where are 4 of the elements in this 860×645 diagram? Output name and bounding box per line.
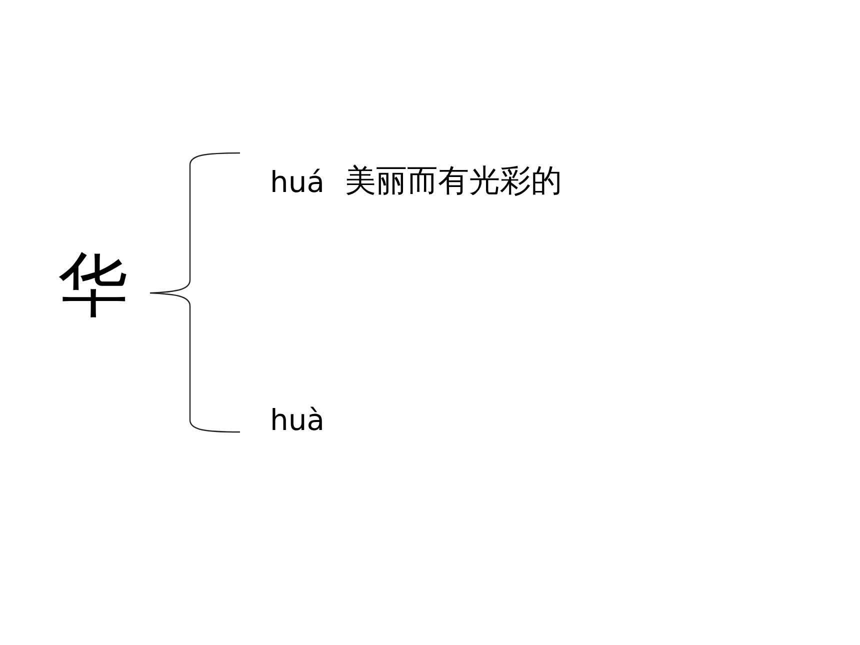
- pinyin: huà: [270, 406, 325, 435]
- character: 华: [58, 250, 128, 320]
- pinyin: huá: [270, 168, 325, 197]
- definition: 美丽而有光彩的: [345, 166, 562, 197]
